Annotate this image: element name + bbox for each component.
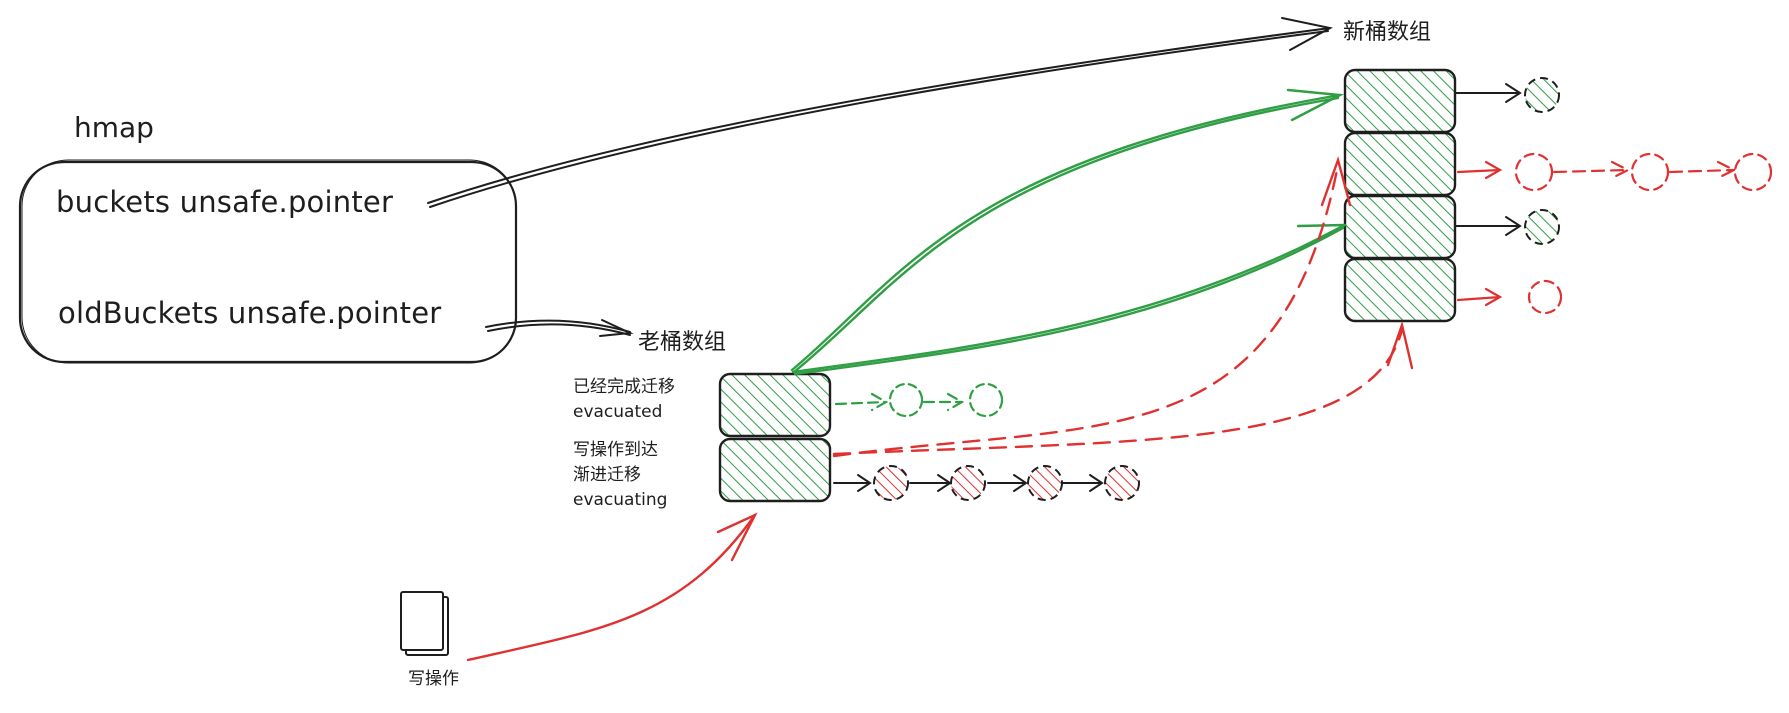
overflow-bucket [1104, 465, 1140, 501]
evacuated-label-line2: evacuated [573, 402, 663, 422]
overflow-bucket [950, 465, 986, 501]
evacuated-overflow-chain [834, 382, 1004, 418]
evacuating-overflow-chain [833, 465, 1140, 501]
overflow-bucket [1524, 209, 1560, 245]
old-bucket-evacuated [718, 372, 832, 438]
write-operation-arrow [466, 512, 758, 662]
new-bucket-chain-2 [1455, 209, 1560, 245]
evacuated-migration-arrows [790, 88, 1347, 376]
evacuating-label-line1: 写操作到达 [573, 440, 658, 460]
evacuated-label-line1: 已经完成迁移 [573, 377, 675, 397]
buckets-to-new-array-arrow [427, 17, 1333, 208]
evacuating-label-line3: evacuating [573, 490, 668, 510]
evacuating-label: 写操作到达 渐进迁移 evacuating [573, 438, 667, 513]
evacuated-label: 已经完成迁移 evacuated [573, 375, 675, 425]
overflow-bucket [1527, 279, 1563, 315]
evacuating-migration-arrows [832, 163, 1404, 458]
old-buckets-field: oldBuckets unsafe.pointer [58, 296, 442, 330]
new-bucket-chain-3 [1456, 279, 1563, 315]
overflow-bucket [1524, 77, 1560, 113]
new-bucket-slot [1343, 131, 1457, 197]
overflow-bucket [1733, 152, 1773, 192]
old-bucket-array-label: 老桶数组 [638, 330, 727, 355]
oldbuckets-to-old-array-arrow [485, 319, 634, 337]
old-bucket-evacuating [718, 437, 832, 503]
new-bucket-chain-1 [1456, 152, 1773, 192]
old-bucket-array [718, 372, 832, 503]
new-bucket-slot [1343, 257, 1457, 323]
evacuating-label-line2: 渐进迁移 [573, 465, 641, 485]
write-operation-label: 写操作 [408, 669, 459, 689]
overflow-bucket [1630, 152, 1670, 192]
evacuating-arrowheads [1320, 155, 1414, 370]
hmap-title: hmap [74, 111, 154, 144]
overflow-bucket [873, 465, 909, 501]
buckets-field: buckets unsafe.pointer [56, 185, 394, 219]
new-bucket-array-label: 新桶数组 [1343, 20, 1432, 45]
document-icon [400, 591, 449, 656]
new-bucket-array [1343, 68, 1457, 323]
new-bucket-slot [1343, 68, 1457, 134]
overflow-bucket [1027, 465, 1063, 501]
hmap-box [18, 159, 518, 364]
new-bucket-slot [1343, 194, 1457, 260]
overflow-bucket [1514, 152, 1554, 192]
new-bucket-chain-0 [1455, 77, 1560, 113]
